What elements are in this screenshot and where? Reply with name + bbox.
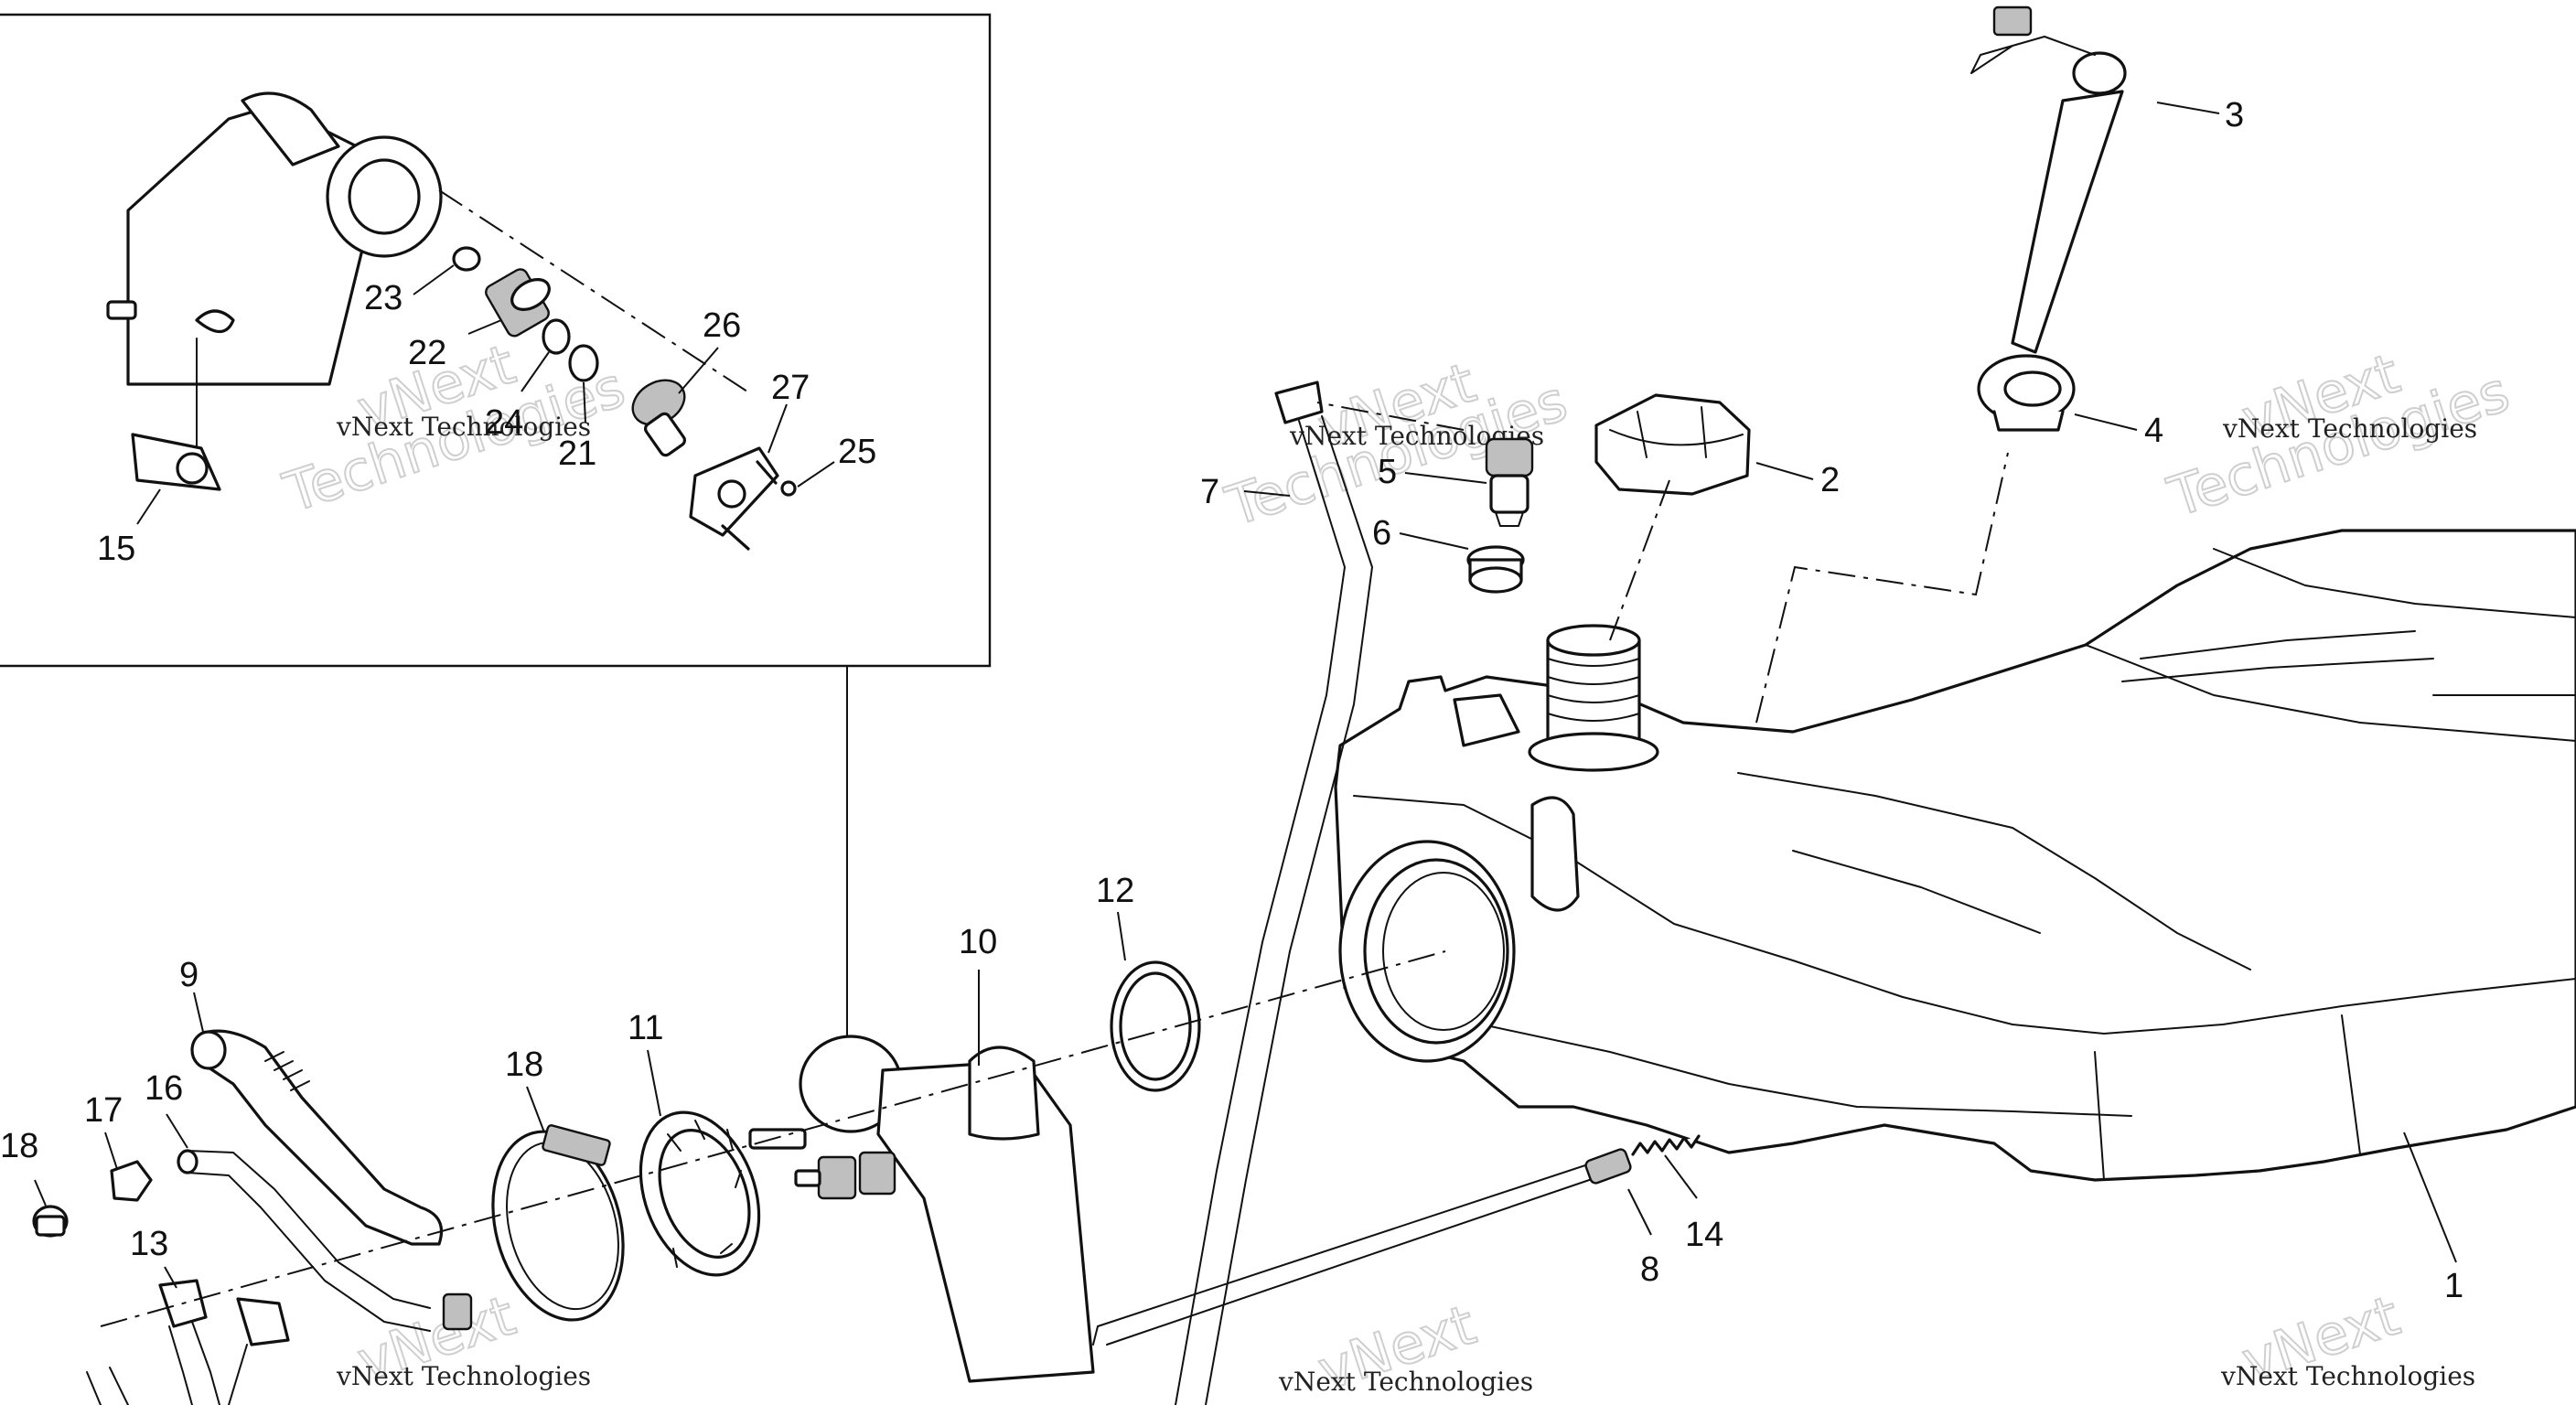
assembly-lines <box>100 402 2009 1327</box>
callout-7: 7 <box>1200 473 1219 511</box>
part-4-grommet <box>1977 354 2076 432</box>
axis-cap <box>1609 479 1670 641</box>
callout-27: 27 <box>771 369 810 407</box>
watermark-company: vNext Technologies <box>2222 413 2477 444</box>
callout-19: 18 <box>505 1046 543 1084</box>
axis-pump <box>100 950 1446 1327</box>
callout-24: 24 <box>485 403 523 442</box>
part-6-grommet <box>1466 545 1525 594</box>
callout-14: 14 <box>1685 1216 1723 1254</box>
filler-neck <box>1528 624 1659 772</box>
watermark-company: vNext Technologies <box>336 412 591 442</box>
callout-10: 10 <box>959 923 997 961</box>
part-9-hose <box>190 1029 444 1246</box>
part-21-oring <box>568 344 599 382</box>
callout-6: 6 <box>1372 514 1391 552</box>
part-25-screw <box>780 480 797 497</box>
callout-11: 11 <box>628 1009 663 1047</box>
callout-17: 17 <box>84 1091 123 1130</box>
part-3-sender <box>1970 5 2127 354</box>
part-22-filter <box>485 268 551 338</box>
pump-module-inset <box>106 91 443 463</box>
part-24-oring <box>542 318 571 355</box>
part-15-bracket <box>131 433 221 491</box>
part-5-valve <box>1485 437 1534 527</box>
part-14-spring <box>1631 1134 1701 1156</box>
watermark-company: vNext Technologies <box>2220 1361 2475 1391</box>
part-2-fuel-cap <box>1594 393 1751 496</box>
callout-23: 23 <box>364 279 402 317</box>
watermark-company: vNext Technologies <box>336 1361 591 1391</box>
callout-21: 21 <box>558 434 596 473</box>
watermark-company: vNext Technologies <box>1278 1367 1533 1397</box>
callout-13: 13 <box>130 1225 168 1263</box>
assembly-axis <box>438 189 751 394</box>
pump-opening <box>1338 840 1516 1063</box>
callout-22: 22 <box>408 334 446 372</box>
axis-sender <box>1755 452 2009 724</box>
callout-26: 26 <box>703 306 741 345</box>
callout-3: 3 <box>2225 96 2244 134</box>
callout-4: 4 <box>2144 412 2163 450</box>
part-27-plate <box>689 446 779 551</box>
part-13-connectors <box>86 1279 290 1405</box>
callout-12: 12 <box>1096 872 1134 910</box>
callout-18: 18 <box>0 1127 38 1165</box>
part-12-seal <box>1110 960 1201 1092</box>
axis-vent <box>1316 402 1465 431</box>
part-7-vent-hose <box>1175 381 1373 1405</box>
part-18-cap <box>32 1205 69 1238</box>
part-16-hose <box>177 1149 431 1332</box>
part-23-oring <box>452 246 481 272</box>
inset-detail <box>0 13 992 1050</box>
part-8-line <box>1092 1148 1632 1346</box>
part-19-clamp <box>491 1124 625 1322</box>
callout-labels: 1 2 3 4 5 6 7 8 14 10 12 11 18 9 16 17 1… <box>0 96 2463 1305</box>
callout-5: 5 <box>1378 453 1397 491</box>
callout-25: 25 <box>838 433 876 471</box>
callout-2: 2 <box>1820 461 1840 499</box>
part-26-regulator <box>631 379 687 457</box>
callout-8: 8 <box>1640 1250 1659 1289</box>
callout-9: 9 <box>179 956 199 994</box>
part-1-fuel-tank <box>1334 529 2576 1182</box>
callout-16: 16 <box>145 1069 183 1108</box>
inset-frame <box>0 13 992 668</box>
leader-lines <box>34 102 2457 1289</box>
callout-1: 1 <box>2444 1267 2463 1305</box>
part-10-pump-module <box>748 1035 1095 1383</box>
part-17-fitting <box>110 1160 153 1202</box>
hose-union <box>442 1292 473 1331</box>
callout-15: 15 <box>97 530 135 568</box>
part-11-lock-ring <box>639 1110 761 1277</box>
